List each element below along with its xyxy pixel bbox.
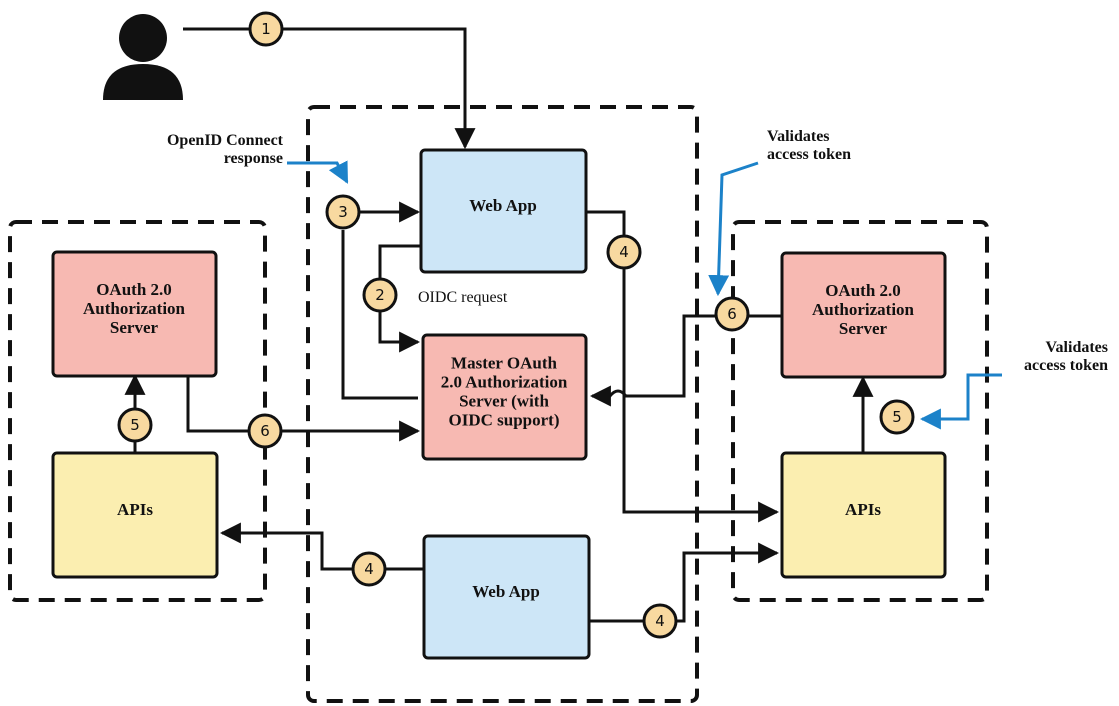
svg-text:4: 4	[364, 560, 374, 578]
step-6-left-badge: 6	[247, 413, 283, 449]
text-line: APIs	[845, 500, 881, 519]
text-line: Server	[839, 319, 888, 338]
center-boundary-region	[306, 105, 699, 703]
text-line: Master OAuth	[451, 354, 557, 373]
text-line: OAuth 2.0	[825, 281, 901, 300]
web-app-top-label: Web App	[469, 196, 537, 215]
text-line: Server	[110, 318, 159, 337]
svg-text:6: 6	[727, 305, 737, 323]
step-4-bottom-right-badge: 4	[642, 603, 678, 639]
step-6-right-badge: 6	[714, 296, 750, 332]
connector-webapp-to-apis-right	[586, 210, 780, 523]
text-line: 2.0 Authorization	[441, 373, 568, 392]
right-apis-box	[780, 451, 947, 579]
callout-arrow-validates-top	[708, 161, 759, 297]
left-apis-label: APIs	[117, 500, 153, 519]
svg-text:2: 2	[375, 286, 385, 304]
step-1-badge: 1	[248, 11, 284, 47]
right-apis-label: APIs	[845, 500, 881, 519]
callout-arrow-openid-response	[287, 160, 349, 184]
step-5-right-badge: 5	[879, 399, 915, 435]
step-3-badge: 3	[325, 194, 361, 230]
text-line: OpenID Connect	[167, 132, 284, 149]
svg-text:3: 3	[338, 203, 348, 221]
connector-left-auth-to-master	[186, 376, 421, 442]
left-auth-server-box	[51, 250, 218, 378]
text-line: Authorization	[83, 299, 186, 318]
text-line: OIDC support)	[449, 411, 560, 430]
step-4-top-badge: 4	[606, 234, 642, 270]
svg-text:1: 1	[261, 20, 271, 38]
connector-bottom-webapp-to-apis-right	[590, 542, 780, 623]
text-line: Web App	[469, 196, 537, 215]
text-line: OAuth 2.0	[96, 280, 172, 299]
oidc-request-label: OIDC request	[418, 289, 508, 306]
connector-user-to-webapp	[183, 27, 476, 150]
step-2-badge: 2	[362, 277, 398, 313]
connector-right-auth-to-master	[589, 314, 782, 407]
text-line: APIs	[117, 500, 153, 519]
text-line: access token	[767, 146, 851, 163]
svg-text:6: 6	[260, 422, 270, 440]
step-4-bottom-left-badge: 4	[351, 551, 387, 587]
text-line: response	[224, 150, 283, 167]
text-line: Web App	[472, 582, 540, 601]
text-line: Validates	[767, 128, 830, 145]
svg-text:5: 5	[892, 408, 902, 426]
connector-step3-to-master	[341, 230, 418, 400]
connector-bottom-webapp-to-apis-left	[219, 522, 424, 571]
text-line: access token	[1024, 357, 1108, 374]
svg-text:5: 5	[130, 416, 140, 434]
step-5-left-badge: 5	[117, 407, 153, 443]
master-auth-server-box	[421, 333, 588, 461]
svg-text:4: 4	[619, 243, 629, 261]
text-line: Server (with	[459, 392, 549, 411]
text-line: Validates	[1045, 339, 1108, 356]
right-auth-server-box	[780, 251, 947, 379]
text-line: Authorization	[812, 300, 915, 319]
user-silhouette-icon	[103, 14, 183, 100]
web-app-bottom-label: Web App	[472, 582, 540, 601]
web-app-bottom-box	[422, 534, 591, 660]
left-apis-box	[51, 451, 219, 579]
svg-text:4: 4	[655, 612, 665, 630]
callout-arrow-validates-right	[919, 373, 1002, 430]
web-app-top-box	[419, 148, 588, 274]
